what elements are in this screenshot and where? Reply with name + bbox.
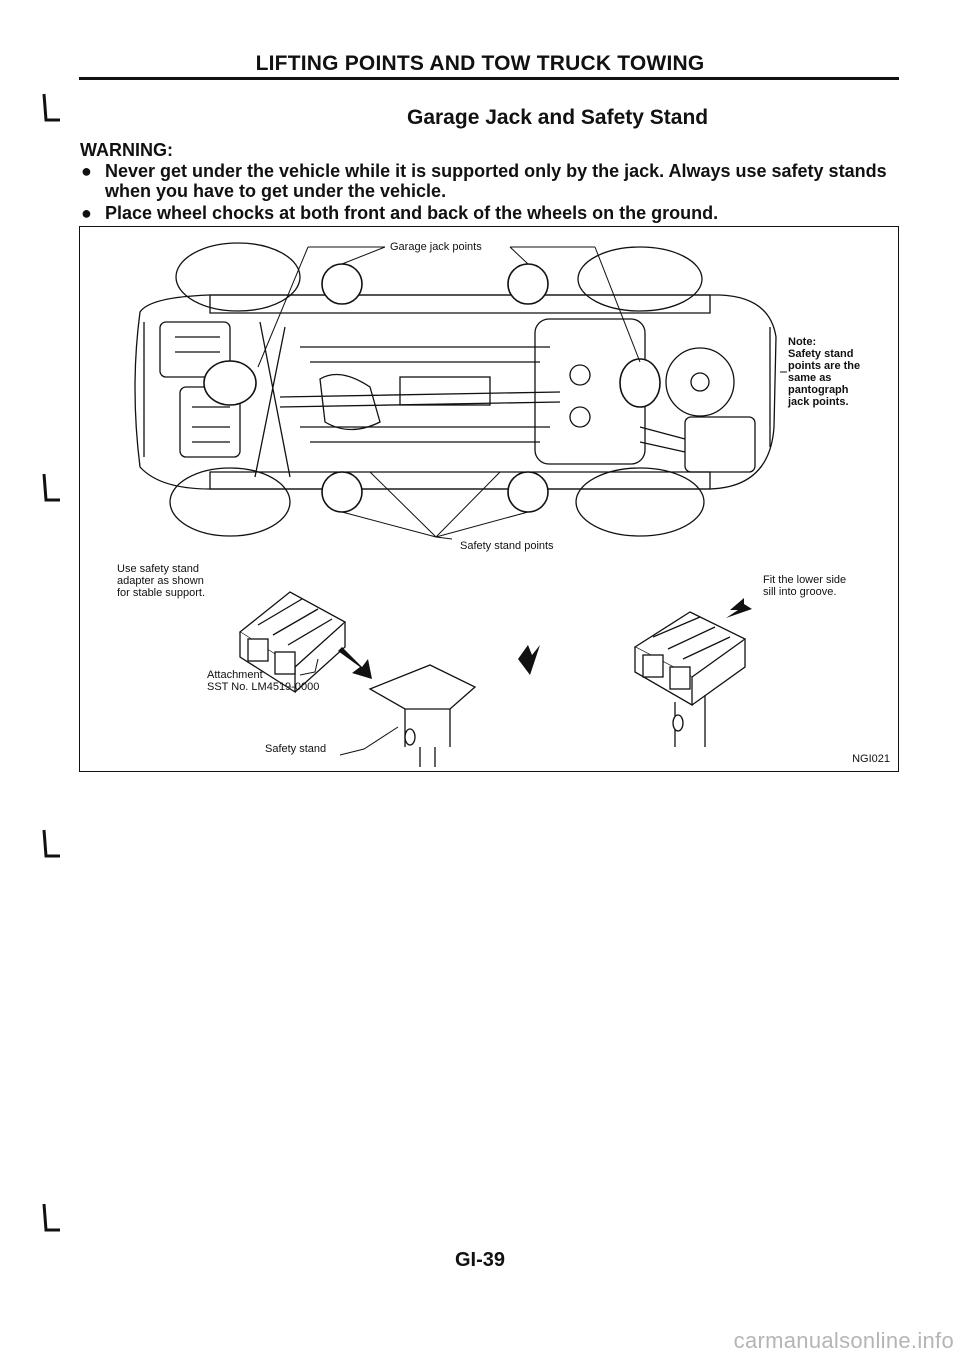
watermark: carmanualsonline.info [733,1328,954,1353]
lifting-points-figure: Garage jack points Safety stand points N… [79,226,899,772]
fit-note-line: sill into groove. [763,586,837,598]
sst-number-label: SST No. LM4519-0000 [207,681,320,693]
fit-note-line: Fit the lower side [763,574,847,586]
attachment-label: Attachment [207,669,263,681]
page-number: GI-39 [454,1249,506,1271]
adapter-note-line: for stable support. [117,587,206,599]
margin-mark-icon [42,1203,60,1232]
note-block: Note: Safety stand points are the same a… [788,336,860,408]
note-title: Note: [788,336,817,348]
bullet-icon: ● [81,203,92,223]
bullet-icon: ● [81,161,92,181]
note-line: Safety stand [788,348,854,360]
header-rule [79,77,899,80]
section-subtitle: Garage Jack and Safety Stand [407,106,709,129]
adapter-note-line: adapter as shown [117,575,204,587]
note-line: same as [788,372,832,384]
garage-jack-points-label: Garage jack points [390,241,482,253]
adapter-note-line: Use safety stand [117,563,199,575]
vehicle-underside-illustration [134,242,787,767]
safety-stand-points-label: Safety stand points [460,540,554,552]
warning-item: ● Never get under the vehicle while it i… [80,161,905,201]
adapter-note: Use safety stand adapter as shown for st… [117,563,205,599]
note-line: points are the [788,360,861,372]
note-line: pantograph [788,384,849,396]
warning-item-text: Place wheel chocks at both front and bac… [105,203,719,223]
margin-mark-icon [42,93,60,122]
page-header-title: LIFTING POINTS AND TOW TRUCK TOWING [255,52,705,75]
warning-item: ● Place wheel chocks at both front and b… [80,203,905,223]
warning-label: WARNING: [80,140,173,160]
fit-note: Fit the lower side sill into groove. [763,574,846,598]
margin-mark-icon [42,829,60,858]
note-line: jack points. [788,396,849,408]
margin-mark-icon [42,473,60,502]
warning-item-text: Never get under the vehicle while it is … [105,161,887,201]
safety-stand-label: Safety stand [265,743,327,755]
warning-list: ● Never get under the vehicle while it i… [80,161,905,225]
figure-id: NGI021 [852,753,890,765]
